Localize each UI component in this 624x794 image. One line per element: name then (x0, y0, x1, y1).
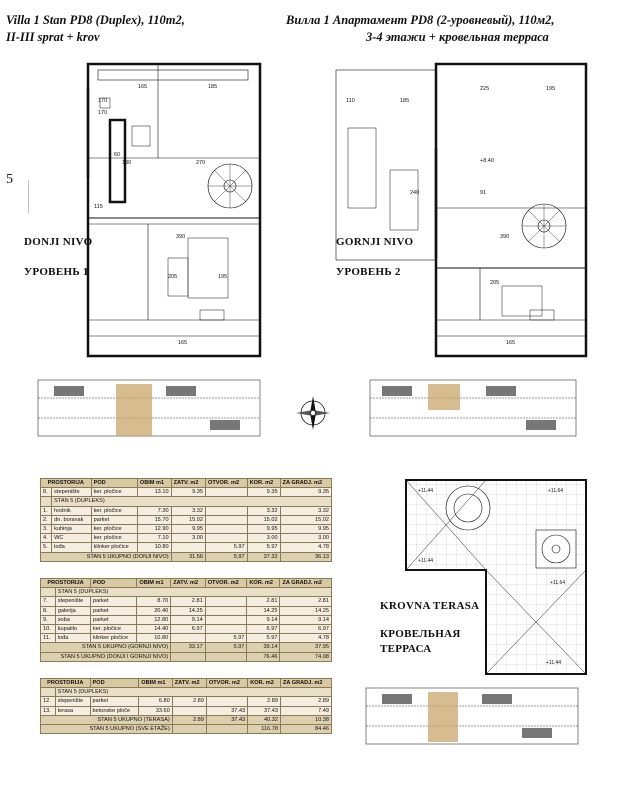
elevation-label: +11.44 (418, 558, 433, 564)
key-plan-upper (369, 379, 577, 437)
dim-label: 195 (218, 274, 227, 280)
dim-label: 170 (98, 98, 107, 104)
label-upper-level-ru: УРОВЕНЬ 2 (336, 266, 401, 278)
title-left-line2: II-III sprat + krov (6, 30, 100, 44)
dim-label: 195 (546, 86, 555, 92)
elevation-label: +11.44 (546, 660, 561, 666)
floor-plan-lower-level: 165 185 170 130 270 390 205 195 165 170 … (28, 62, 262, 358)
title-right-line1: Вилла 1 Апартамент PD8 (2-уровневый), 11… (286, 13, 555, 27)
dim-label: 91 (480, 190, 486, 196)
dim-label: 270 (196, 160, 205, 166)
dim-label: 225 (480, 86, 489, 92)
label-roof-terrace-ru-2: ТЕРРАСА (380, 643, 432, 655)
table-unit-row: STAN 5 (DUPLEKS) (40, 687, 333, 698)
dim-label: 165 (178, 340, 187, 346)
elevation-label: +11.64 (548, 488, 563, 494)
dim-label: 165 (138, 84, 147, 90)
table-unit-row: STAN 5 (DUPLEKS) (39, 496, 332, 507)
elevation-label: +11.44 (418, 488, 433, 494)
dim-label: 240 (410, 190, 419, 196)
elevation-label: +8.40 (480, 158, 494, 164)
label-roof-terrace-ru-1: КРОВЕЛЬНАЯ (380, 628, 461, 640)
table-total-row: STAN 5 UKUPNO (DONJI I GORNJI NIVO) 76.4… (39, 651, 332, 662)
key-plan-lower (37, 379, 261, 437)
dim-label: 60 (114, 152, 120, 158)
title-left-line1: Villa 1 Stan PD8 (Duplex), 110m2, (6, 13, 185, 27)
title-right-line2: 3-4 этажи + кровельная терраса (366, 30, 549, 44)
dim-label: 165 (506, 340, 515, 346)
dim-label: 115 (94, 204, 103, 210)
floor-plan-roof-terrace: +11.44 +11.44 +11.64 +11.64 +11.44 (405, 479, 587, 675)
dim-label: 185 (400, 98, 409, 104)
label-lower-level-ru: УРОВЕНЬ 1 (24, 266, 89, 278)
label-roof-terrace: KROVNA TERASA (380, 600, 480, 612)
elevation-label: +11.64 (550, 580, 565, 586)
dim-label: 390 (500, 234, 509, 240)
floor-plan-upper-level: 110 185 225 195 240 91 390 205 165 +8.40 (335, 62, 588, 358)
dim-label: 170 (98, 110, 107, 116)
dim-label: 205 (490, 280, 499, 286)
dim-label: 130 (122, 160, 131, 166)
key-plan-roof (365, 687, 579, 745)
spec-table-lower-level: PROSTORIJA POD OBIM m1 ZATV. m2 OTVOR. m… (39, 477, 333, 562)
dim-label: 110 (346, 98, 355, 104)
label-upper-level: GORNJI NIVO (336, 236, 414, 248)
dim-label: 205 (168, 274, 177, 280)
compass-icon (296, 396, 330, 430)
dim-label: 390 (176, 234, 185, 240)
table-unit-row: STAN 5 (DUPLEKS) (40, 587, 333, 598)
label-lower-level: DONJI NIVO (24, 236, 93, 248)
section-marker: 5 (6, 172, 14, 187)
dim-label: 185 (208, 84, 217, 90)
table-header-row: PROSTORIJA POD OBIM m1 ZATV. m2 OTVOR. m… (40, 477, 333, 489)
